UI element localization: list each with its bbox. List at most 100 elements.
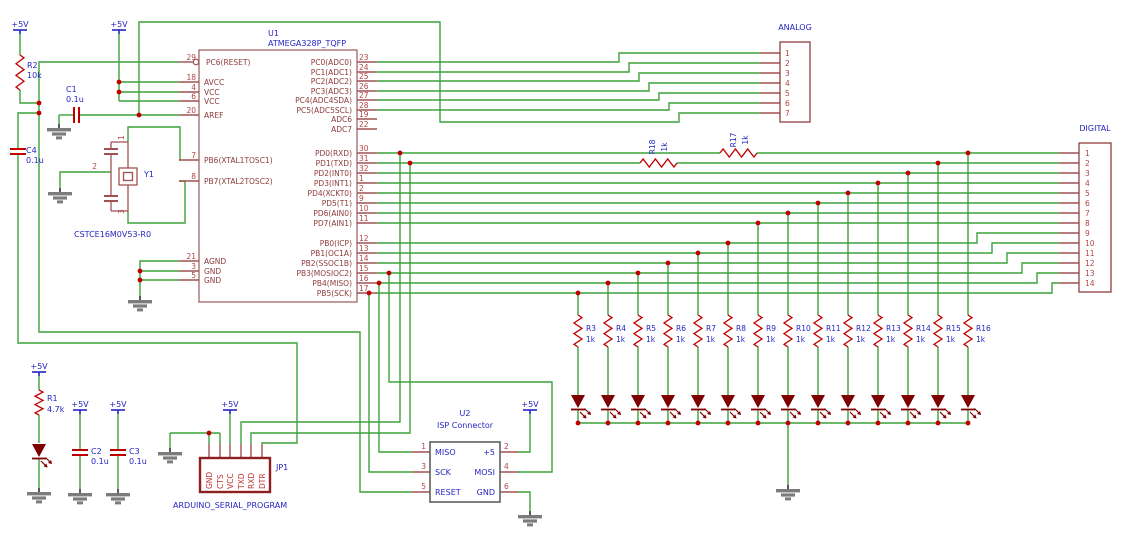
power-flag-5v[interactable] [112,29,126,34]
junction-dot [845,420,851,426]
ground-symbol[interactable] [128,296,152,312]
led-array[interactable] [931,395,951,419]
resistor-R18[interactable] [639,157,678,169]
capacitor-ref: C3 [129,447,140,456]
led-single[interactable] [32,444,52,468]
resistor-R8[interactable] [722,314,734,348]
wire-analog [377,92,760,101]
led-array[interactable] [751,395,771,419]
serial-header-pin-name: VCC [226,473,235,489]
isp-connector-U2[interactable] [429,441,501,503]
led-array[interactable] [601,395,621,419]
pin-number: 4 [504,462,509,471]
wire [17,112,39,149]
pin-number: 8 [191,172,196,181]
led-array[interactable] [631,395,651,419]
pin-name: PB1(OC1A) [311,249,352,258]
resistor-value: 1k [826,335,836,344]
resistor-R1[interactable] [33,389,45,416]
power-flag-label: +5V [521,400,539,409]
wire-txd [250,163,411,444]
pin-number: 11 [359,214,369,223]
ground-symbol[interactable] [518,511,542,527]
capacitor-ref: C4 [26,146,37,155]
ground-symbol[interactable] [776,485,800,501]
led-array[interactable] [661,395,681,419]
junction-dot [137,277,143,283]
pin-number: 1 [359,174,364,183]
pin-number: 3 [421,462,426,471]
serial-header-JP1[interactable] [198,456,272,494]
ground-symbol[interactable] [106,489,130,505]
serial-header-pin-name: RXD [247,473,256,489]
serial-header-pin-name: CTS [216,474,225,489]
ground-symbol[interactable] [68,489,92,505]
resistor-R5[interactable] [632,314,644,348]
connector-pin-number: 3 [785,69,790,78]
power-flag-5v[interactable] [223,409,237,414]
led-array[interactable] [961,395,981,419]
pin-number: 2 [92,162,97,171]
resistor-value: 1k [676,335,686,344]
ground-symbol[interactable] [48,188,72,204]
resistor-ref: R15 [946,324,961,333]
resistor-R6[interactable] [662,314,674,348]
led-array[interactable] [571,395,591,419]
resistor-R13[interactable] [872,314,884,348]
resistor-R7[interactable] [692,314,704,348]
resistor-R17[interactable] [719,147,758,159]
resistor-R14[interactable] [902,314,914,348]
junction-dot [905,170,911,176]
ground-symbol[interactable] [47,124,71,140]
resistor-R12[interactable] [842,314,854,348]
wire-miso [378,283,412,453]
resistor-ref: R14 [916,324,931,333]
power-flag-5v[interactable] [13,29,27,34]
power-flag-5v[interactable] [32,371,46,376]
led-array[interactable] [781,395,801,419]
connector-analog[interactable] [779,41,811,123]
junction-dot [785,420,791,426]
crystal-Y1[interactable] [104,141,138,212]
isp-pin-name: SCK [435,468,452,477]
ground-symbol[interactable] [158,448,182,464]
led-array[interactable] [841,395,861,419]
pin-number: 3 [117,209,126,214]
junction-dot [935,420,941,426]
resistor-R11[interactable] [812,314,824,348]
resistor-R9[interactable] [752,314,764,348]
resistor-R4[interactable] [602,314,614,348]
isp-pin-name: MOSI [474,468,495,477]
resistor-R16[interactable] [962,314,974,348]
led-array[interactable] [691,395,711,419]
led-array[interactable] [901,395,921,419]
power-flag-5v[interactable] [73,409,87,414]
connector-digital[interactable] [1078,142,1112,293]
led-array[interactable] [871,395,891,419]
led-array[interactable] [721,395,741,419]
pin-number: 1 [117,135,126,140]
ic-U1[interactable] [198,49,358,303]
pin-number: 2 [504,442,509,451]
power-flag-5v[interactable] [523,409,537,414]
connector-pin-number: 8 [1085,219,1090,228]
resistor-ref: R13 [886,324,901,333]
power-flag-5v[interactable] [111,409,125,414]
pin-number: 7 [191,151,196,160]
pin-name: PC5(ADC5SCL) [297,106,353,115]
wire-analog [377,52,760,63]
pin-number: 24 [359,63,369,72]
ground-symbol[interactable] [27,488,51,504]
junction-dot [116,89,122,95]
connector-pin-number: 14 [1085,279,1095,288]
pin-name: PB5(SCK) [317,289,352,298]
resistor-R3[interactable] [572,314,584,348]
resistor-R10[interactable] [782,314,794,348]
resistor-R15[interactable] [932,314,944,348]
pin-number: 14 [359,254,369,263]
capacitor-value: 0.1u [91,457,109,466]
resistor-R2[interactable] [14,54,26,91]
led-array[interactable] [811,395,831,419]
connector-pin-number: 11 [1085,249,1095,258]
